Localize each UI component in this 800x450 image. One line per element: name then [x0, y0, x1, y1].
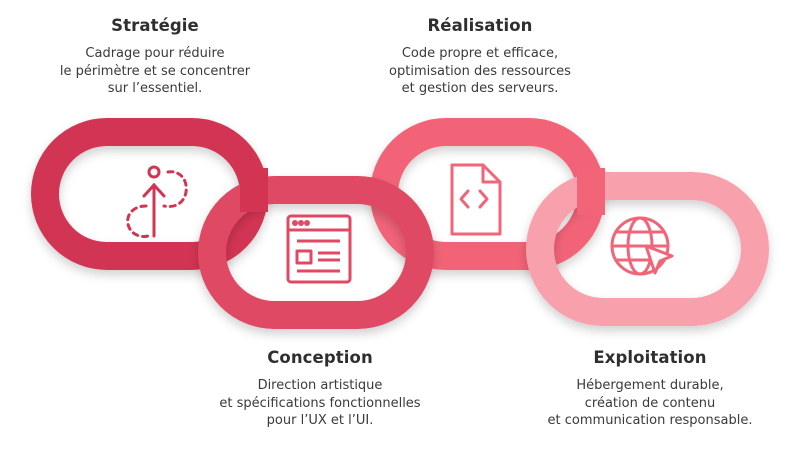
step-description: Cadrage pour réduire le périmètre et se … [20, 45, 290, 98]
description-line: Direction artistique [257, 378, 383, 393]
step-realisation: Réalisation Code propre et efficace, opt… [345, 16, 615, 98]
description-line: Code propre et efficace, [401, 46, 559, 61]
globe-cursor-icon [610, 216, 674, 276]
description-line: le périmètre et se concentrer [59, 63, 251, 79]
dashed-arrow-up-icon [126, 165, 188, 238]
step-title: Conception [267, 348, 373, 367]
step-title: Exploitation [593, 348, 707, 367]
code-file-icon [450, 163, 502, 236]
step-strategie: Stratégie Cadrage pour réduire le périmè… [20, 16, 290, 98]
step-title: Stratégie [111, 16, 199, 35]
step-description: Hébergement durable, création de contenu… [510, 377, 790, 430]
step-description: Direction artistique et spécifications f… [185, 377, 455, 430]
description-line: optimisation des ressources [389, 63, 571, 79]
step-title: Réalisation [427, 16, 533, 35]
chain-link-conception [198, 176, 434, 329]
description-line: Cadrage pour réduire [85, 46, 225, 61]
browser-window-icon [286, 214, 352, 284]
description-line: et communication responsable. [547, 413, 753, 428]
description-line: et spécifications fonctionnelles [219, 395, 421, 411]
step-description: Code propre et efficace, optimisation de… [345, 45, 615, 98]
chain-link-exploitation [526, 172, 769, 326]
description-line: sur l’essentiel. [107, 81, 203, 96]
description-line: Hébergement durable, [576, 378, 724, 393]
description-line: et gestion des serveurs. [401, 81, 559, 96]
description-line: pour l’UX et l’UI. [266, 413, 374, 428]
step-exploitation: Exploitation Hébergement durable, créati… [510, 348, 790, 430]
description-line: création de contenu [584, 395, 716, 411]
step-conception: Conception Direction artistique et spéci… [185, 348, 455, 430]
